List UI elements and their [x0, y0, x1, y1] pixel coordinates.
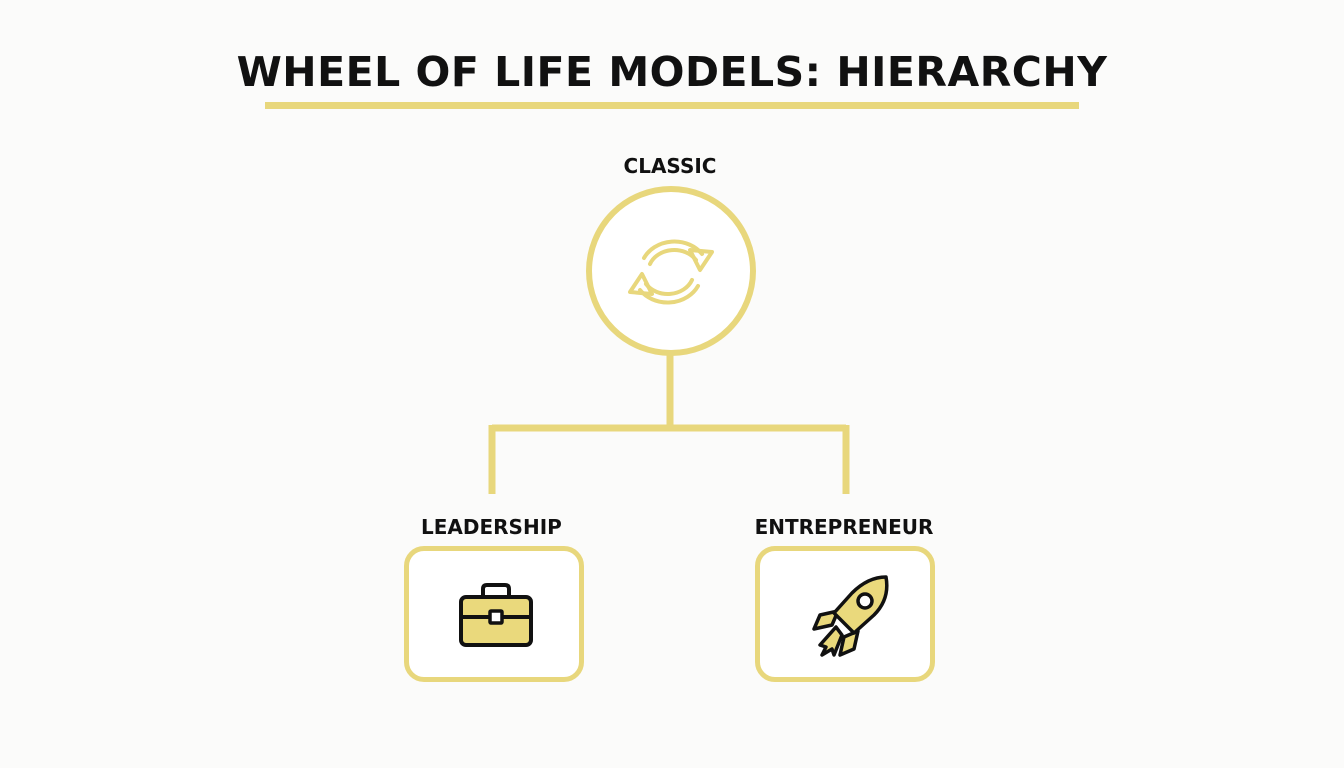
- node-label-classic: CLASSIC: [623, 154, 717, 178]
- page-title: WHEEL OF LIFE MODELS: HIERARCHY: [236, 48, 1108, 96]
- title-underline: [265, 102, 1079, 109]
- rocket-icon: [812, 575, 889, 657]
- refresh-cycle-icon: [628, 239, 714, 305]
- node-label-leadership: LEADERSHIP: [421, 515, 562, 539]
- node-classic[interactable]: [586, 186, 756, 356]
- node-label-entrepreneur: ENTREPRENEUR: [754, 515, 934, 539]
- node-entrepreneur[interactable]: [755, 546, 935, 682]
- briefcase-icon: [459, 583, 533, 647]
- node-leadership[interactable]: [404, 546, 584, 682]
